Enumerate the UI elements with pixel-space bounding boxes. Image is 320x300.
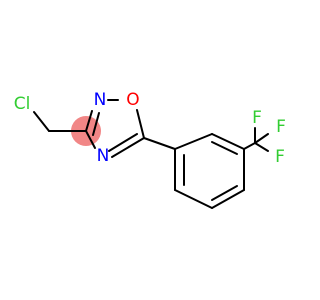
- atom-label-cl: Cl: [14, 94, 31, 114]
- bond-aryl-cf3: [243, 142, 256, 150]
- bond-cl-ch2: [33, 111, 50, 132]
- atom-label-o1: O: [126, 90, 139, 110]
- ring-bond-1: [174, 133, 213, 150]
- ring-bond-4: [211, 189, 245, 209]
- bond-cf3-f-right: [254, 133, 269, 144]
- ring-bond-2: [211, 133, 245, 150]
- ring-bond-5: [174, 189, 213, 209]
- bond-c3-n2: [85, 110, 93, 132]
- atom-label-f-right: F: [276, 117, 286, 137]
- bond-cf3-f-bottom: [254, 142, 269, 152]
- atom-label-n4: N: [97, 146, 110, 166]
- bond-n4-c3: [85, 130, 96, 149]
- ring-double-2: [211, 185, 238, 201]
- bonds: [33, 99, 269, 209]
- bond-o1-c5: [136, 109, 145, 139]
- atom-labels: Cl N O N F F F: [14, 90, 286, 167]
- molecule-structure: Cl N O N F F F: [14, 90, 286, 209]
- atom-label-f-bottom: F: [275, 147, 285, 167]
- structure-canvas: Cl N O N F F F: [13, 90, 286, 209]
- atom-label-f-top: F: [252, 108, 262, 128]
- ring-double-3: [211, 141, 238, 155]
- bond-c5-n4-double: [108, 133, 138, 152]
- atom-label-n2: N: [94, 90, 107, 110]
- bond-c3-n2-double: [92, 112, 100, 136]
- bond-c5-aryl: [143, 137, 176, 150]
- bond-c5-n4: [111, 137, 145, 158]
